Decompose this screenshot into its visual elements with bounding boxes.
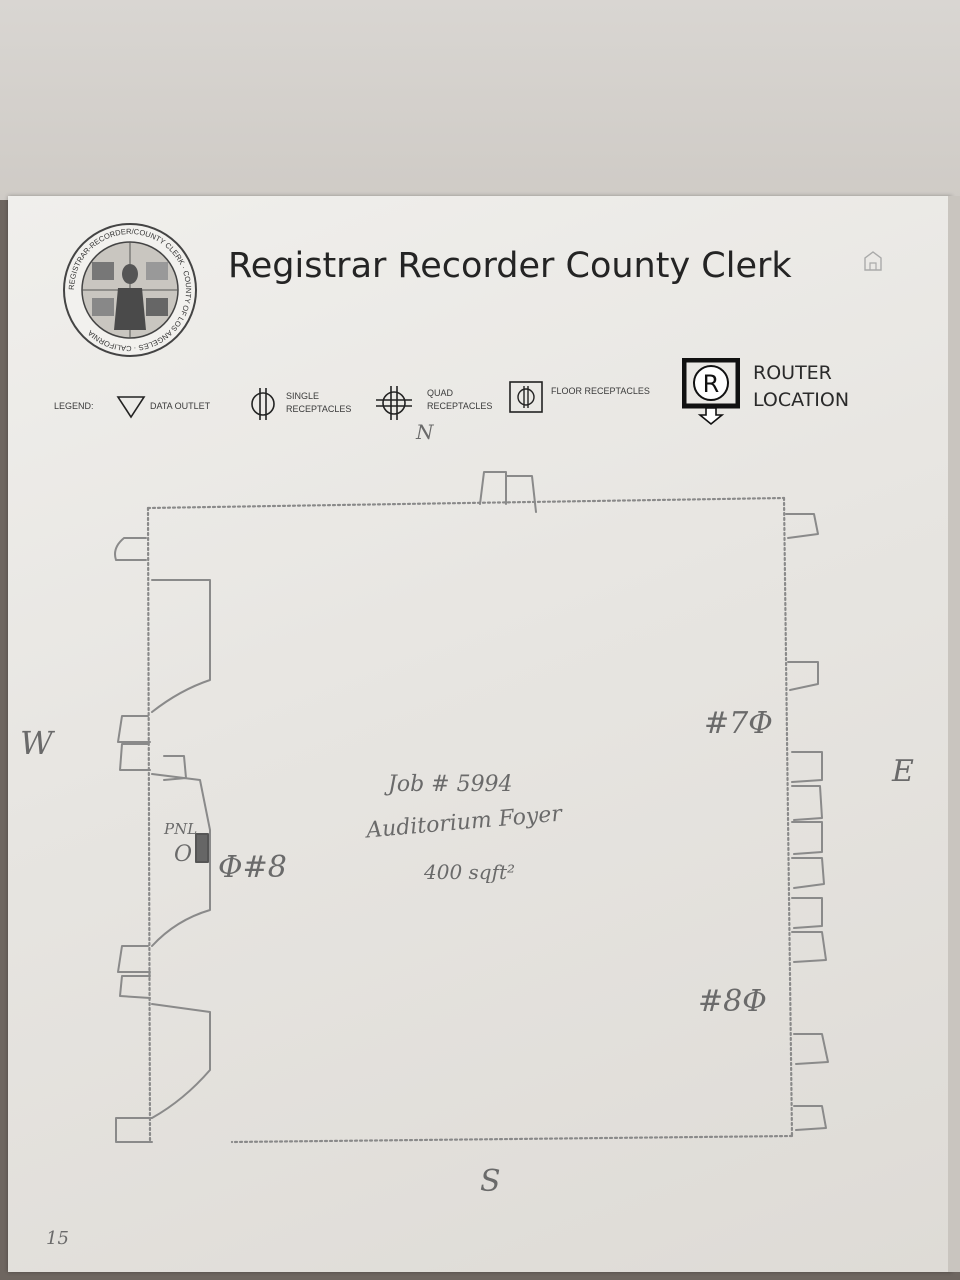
compass-south: S <box>480 1164 501 1199</box>
home-stamp-icon <box>864 251 882 271</box>
legend-quad-label-1: QUAD <box>427 388 454 398</box>
west-outlet-1 <box>114 537 147 561</box>
outlet-label-west: Φ#8 <box>218 850 287 885</box>
west-alcove-upper <box>151 579 211 713</box>
west-outlet-2 <box>117 715 151 743</box>
panel-circle: O <box>174 842 193 867</box>
outlet-label-east-8: #8Φ <box>698 984 767 1019</box>
west-outlet-4 <box>163 755 187 781</box>
single-receptacle-icon <box>251 388 275 420</box>
router-label-2: LOCATION <box>753 389 850 411</box>
floor-receptacle-icon <box>509 381 543 413</box>
compass-east: E <box>892 754 914 789</box>
legend-single-label-2: RECEPTACLES <box>286 404 352 414</box>
panel-box <box>195 833 209 863</box>
legend-quad-label-2: RECEPTACLES <box>427 401 493 411</box>
router-label-1: ROUTER <box>753 362 832 384</box>
legend-floor-label: FLOOR RECEPTACLES <box>551 386 650 396</box>
outlet-label-east-7: #7Φ <box>704 706 773 741</box>
room-wall-south <box>230 1134 794 1144</box>
job-number: Job # 5994 <box>388 772 513 797</box>
page-title: Registrar Recorder County Clerk <box>228 246 792 286</box>
page-number: 15 <box>46 1228 69 1249</box>
router-badge-letter: R <box>703 370 720 398</box>
legend-label: LEGEND: <box>54 401 94 411</box>
north-outlet <box>479 471 537 513</box>
east-outlet-1 <box>785 513 819 539</box>
compass-west: W <box>20 724 53 762</box>
room-area: 400 sqft² <box>424 860 516 884</box>
east-outlet-7 <box>791 897 823 929</box>
east-outlet-5 <box>791 821 823 855</box>
west-outlet-5 <box>117 945 151 973</box>
room-wall-east <box>782 496 794 1138</box>
east-outlet-2 <box>787 661 819 691</box>
floor-plan-sheet <box>8 196 952 1272</box>
page-edge <box>948 196 960 1272</box>
west-outlet-3 <box>119 743 151 771</box>
east-outlet-10 <box>793 1105 827 1131</box>
compass-north: N <box>416 420 434 444</box>
west-alcove-panel <box>151 773 211 947</box>
east-outlet-4 <box>791 785 823 821</box>
east-outlet-8 <box>791 931 827 963</box>
panel-label: PNL <box>164 820 198 838</box>
east-outlet-6 <box>791 857 825 889</box>
east-outlet-9 <box>793 1033 829 1065</box>
legend-single-label-1: SINGLE <box>286 391 320 401</box>
legend-data-outlet-label: DATA OUTLET <box>150 401 211 411</box>
room-wall-north <box>146 496 786 510</box>
router-location-icon: R <box>682 358 740 426</box>
west-outlet-6 <box>119 975 151 999</box>
room-wall-west <box>146 506 152 1142</box>
county-seal-icon: REGISTRAR-RECORDER/COUNTY CLERK · COUNTY… <box>63 223 197 357</box>
quad-receptacle-icon <box>376 386 412 420</box>
east-outlet-3 <box>791 751 823 783</box>
data-outlet-icon <box>116 396 146 419</box>
west-alcove-lower <box>115 1003 211 1143</box>
underlying-page <box>0 0 960 200</box>
